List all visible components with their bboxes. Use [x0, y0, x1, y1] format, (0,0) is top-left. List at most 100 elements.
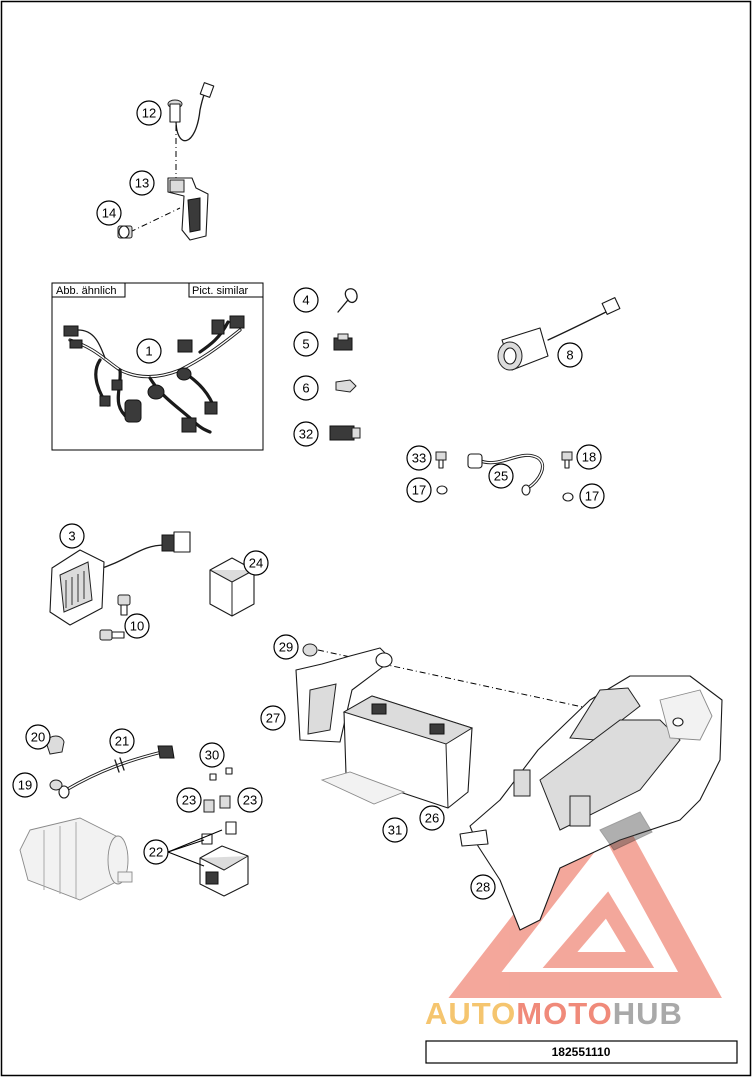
part-25-ground-cable — [467, 453, 544, 496]
part-24-relay-box — [209, 557, 255, 617]
callout-14: 14 — [96, 200, 122, 226]
part-23-fuse-b — [219, 795, 231, 809]
callout-21: 21 — [109, 728, 135, 754]
svg-text:13: 13 — [135, 176, 149, 191]
part-17-washer-right — [562, 492, 574, 502]
svg-text:19: 19 — [18, 778, 32, 793]
svg-text:1: 1 — [145, 344, 152, 359]
watermark-auto: AUTO — [425, 996, 516, 1031]
callout-22: 22 — [143, 839, 169, 865]
callout-23-right: 23 — [237, 787, 263, 813]
starter-motor-icon — [19, 817, 133, 901]
part-30-small-fuse — [209, 767, 233, 781]
diagram-code: 182551110 — [552, 1045, 611, 1059]
callout-32: 32 — [293, 421, 319, 447]
svg-text:28: 28 — [476, 880, 490, 895]
callout-10: 10 — [124, 613, 150, 639]
part-31-pad — [320, 771, 406, 805]
svg-text:26: 26 — [425, 811, 439, 826]
inset-label-de: Abb. ähnlich — [56, 285, 117, 297]
svg-text:3: 3 — [68, 529, 75, 544]
svg-text:17: 17 — [585, 489, 599, 504]
part-28-battery-tray — [459, 675, 723, 931]
part-5-connector — [333, 333, 353, 351]
callout-4: 4 — [293, 287, 319, 313]
svg-text:23: 23 — [243, 793, 257, 808]
part-8-sensor — [497, 297, 621, 371]
watermark-logo-text: AUTOMOTOHUB — [425, 996, 683, 1031]
callout-24: 24 — [243, 550, 269, 576]
part-12-cable — [167, 82, 215, 178]
callout-19: 19 — [12, 772, 38, 798]
svg-text:18: 18 — [582, 450, 596, 465]
footer-code-box: 182551110 — [425, 1040, 738, 1064]
part-32-connector — [329, 425, 361, 441]
svg-text:17: 17 — [412, 483, 426, 498]
callout-27: 27 — [260, 705, 286, 731]
part-27-battery-holder — [295, 647, 393, 743]
watermark-hub: HUB — [613, 996, 683, 1031]
svg-text:30: 30 — [205, 748, 219, 763]
callout-31: 31 — [382, 817, 408, 843]
callout-3: 3 — [59, 523, 85, 549]
callout-25: 25 — [488, 463, 514, 489]
svg-text:4: 4 — [302, 293, 309, 308]
svg-text:AUTOMOTOHUB: AUTOMOTOHUB — [425, 996, 683, 1031]
part-10-screw-a — [117, 594, 131, 616]
callout-29: 29 — [273, 634, 299, 660]
callout-22-leaders — [167, 829, 223, 867]
svg-text:33: 33 — [412, 451, 426, 466]
callout-20: 20 — [25, 724, 51, 750]
callout-5: 5 — [293, 331, 319, 357]
inset-box: Abb. ähnlich Pict. similar — [51, 282, 264, 451]
part-21-starter-cable — [58, 745, 175, 799]
part-29-nut — [302, 643, 318, 657]
wiring-harness-icon — [63, 315, 245, 434]
callout-6: 6 — [293, 375, 319, 401]
relay-icon — [199, 821, 249, 897]
part-18-screw — [561, 451, 573, 469]
svg-text:10: 10 — [130, 619, 144, 634]
part-17-washer-left — [436, 485, 448, 495]
svg-text:32: 32 — [299, 427, 313, 442]
svg-text:14: 14 — [102, 206, 116, 221]
callout-13: 13 — [129, 170, 155, 196]
svg-text:27: 27 — [266, 711, 280, 726]
svg-text:31: 31 — [388, 823, 402, 838]
callout-26: 26 — [419, 805, 445, 831]
callout-33: 33 — [406, 445, 432, 471]
callout-23-left: 23 — [176, 787, 202, 813]
svg-text:22: 22 — [149, 845, 163, 860]
callout-28: 28 — [470, 874, 496, 900]
callout-30: 30 — [199, 742, 225, 768]
callout-12: 12 — [136, 100, 162, 126]
part-33-screw — [435, 451, 447, 469]
part-19-nut — [49, 779, 63, 791]
callout-1: 1 — [136, 338, 162, 364]
svg-text:8: 8 — [566, 348, 573, 363]
svg-text:6: 6 — [302, 381, 309, 396]
inset-label-en: Pict. similar — [192, 285, 249, 297]
part-23-fuse-a — [203, 799, 215, 813]
svg-text:21: 21 — [115, 734, 129, 749]
svg-text:25: 25 — [494, 469, 508, 484]
svg-text:24: 24 — [249, 556, 263, 571]
svg-text:5: 5 — [302, 337, 309, 352]
part-10-screw-b — [99, 629, 125, 641]
battery-icon — [342, 695, 474, 809]
watermark-moto: MOTO — [516, 996, 612, 1031]
callout-17-left: 17 — [406, 477, 432, 503]
part-13-bracket — [167, 177, 209, 241]
callout-18: 18 — [576, 444, 602, 470]
regulator-icon — [49, 531, 191, 626]
callout-17-right: 17 — [579, 483, 605, 509]
part-4-cable-tie — [337, 288, 358, 313]
part-14-screw — [117, 207, 181, 239]
callout-8: 8 — [557, 342, 583, 368]
svg-text:12: 12 — [142, 106, 156, 121]
part-6-clip — [335, 379, 357, 393]
svg-text:20: 20 — [31, 730, 45, 745]
